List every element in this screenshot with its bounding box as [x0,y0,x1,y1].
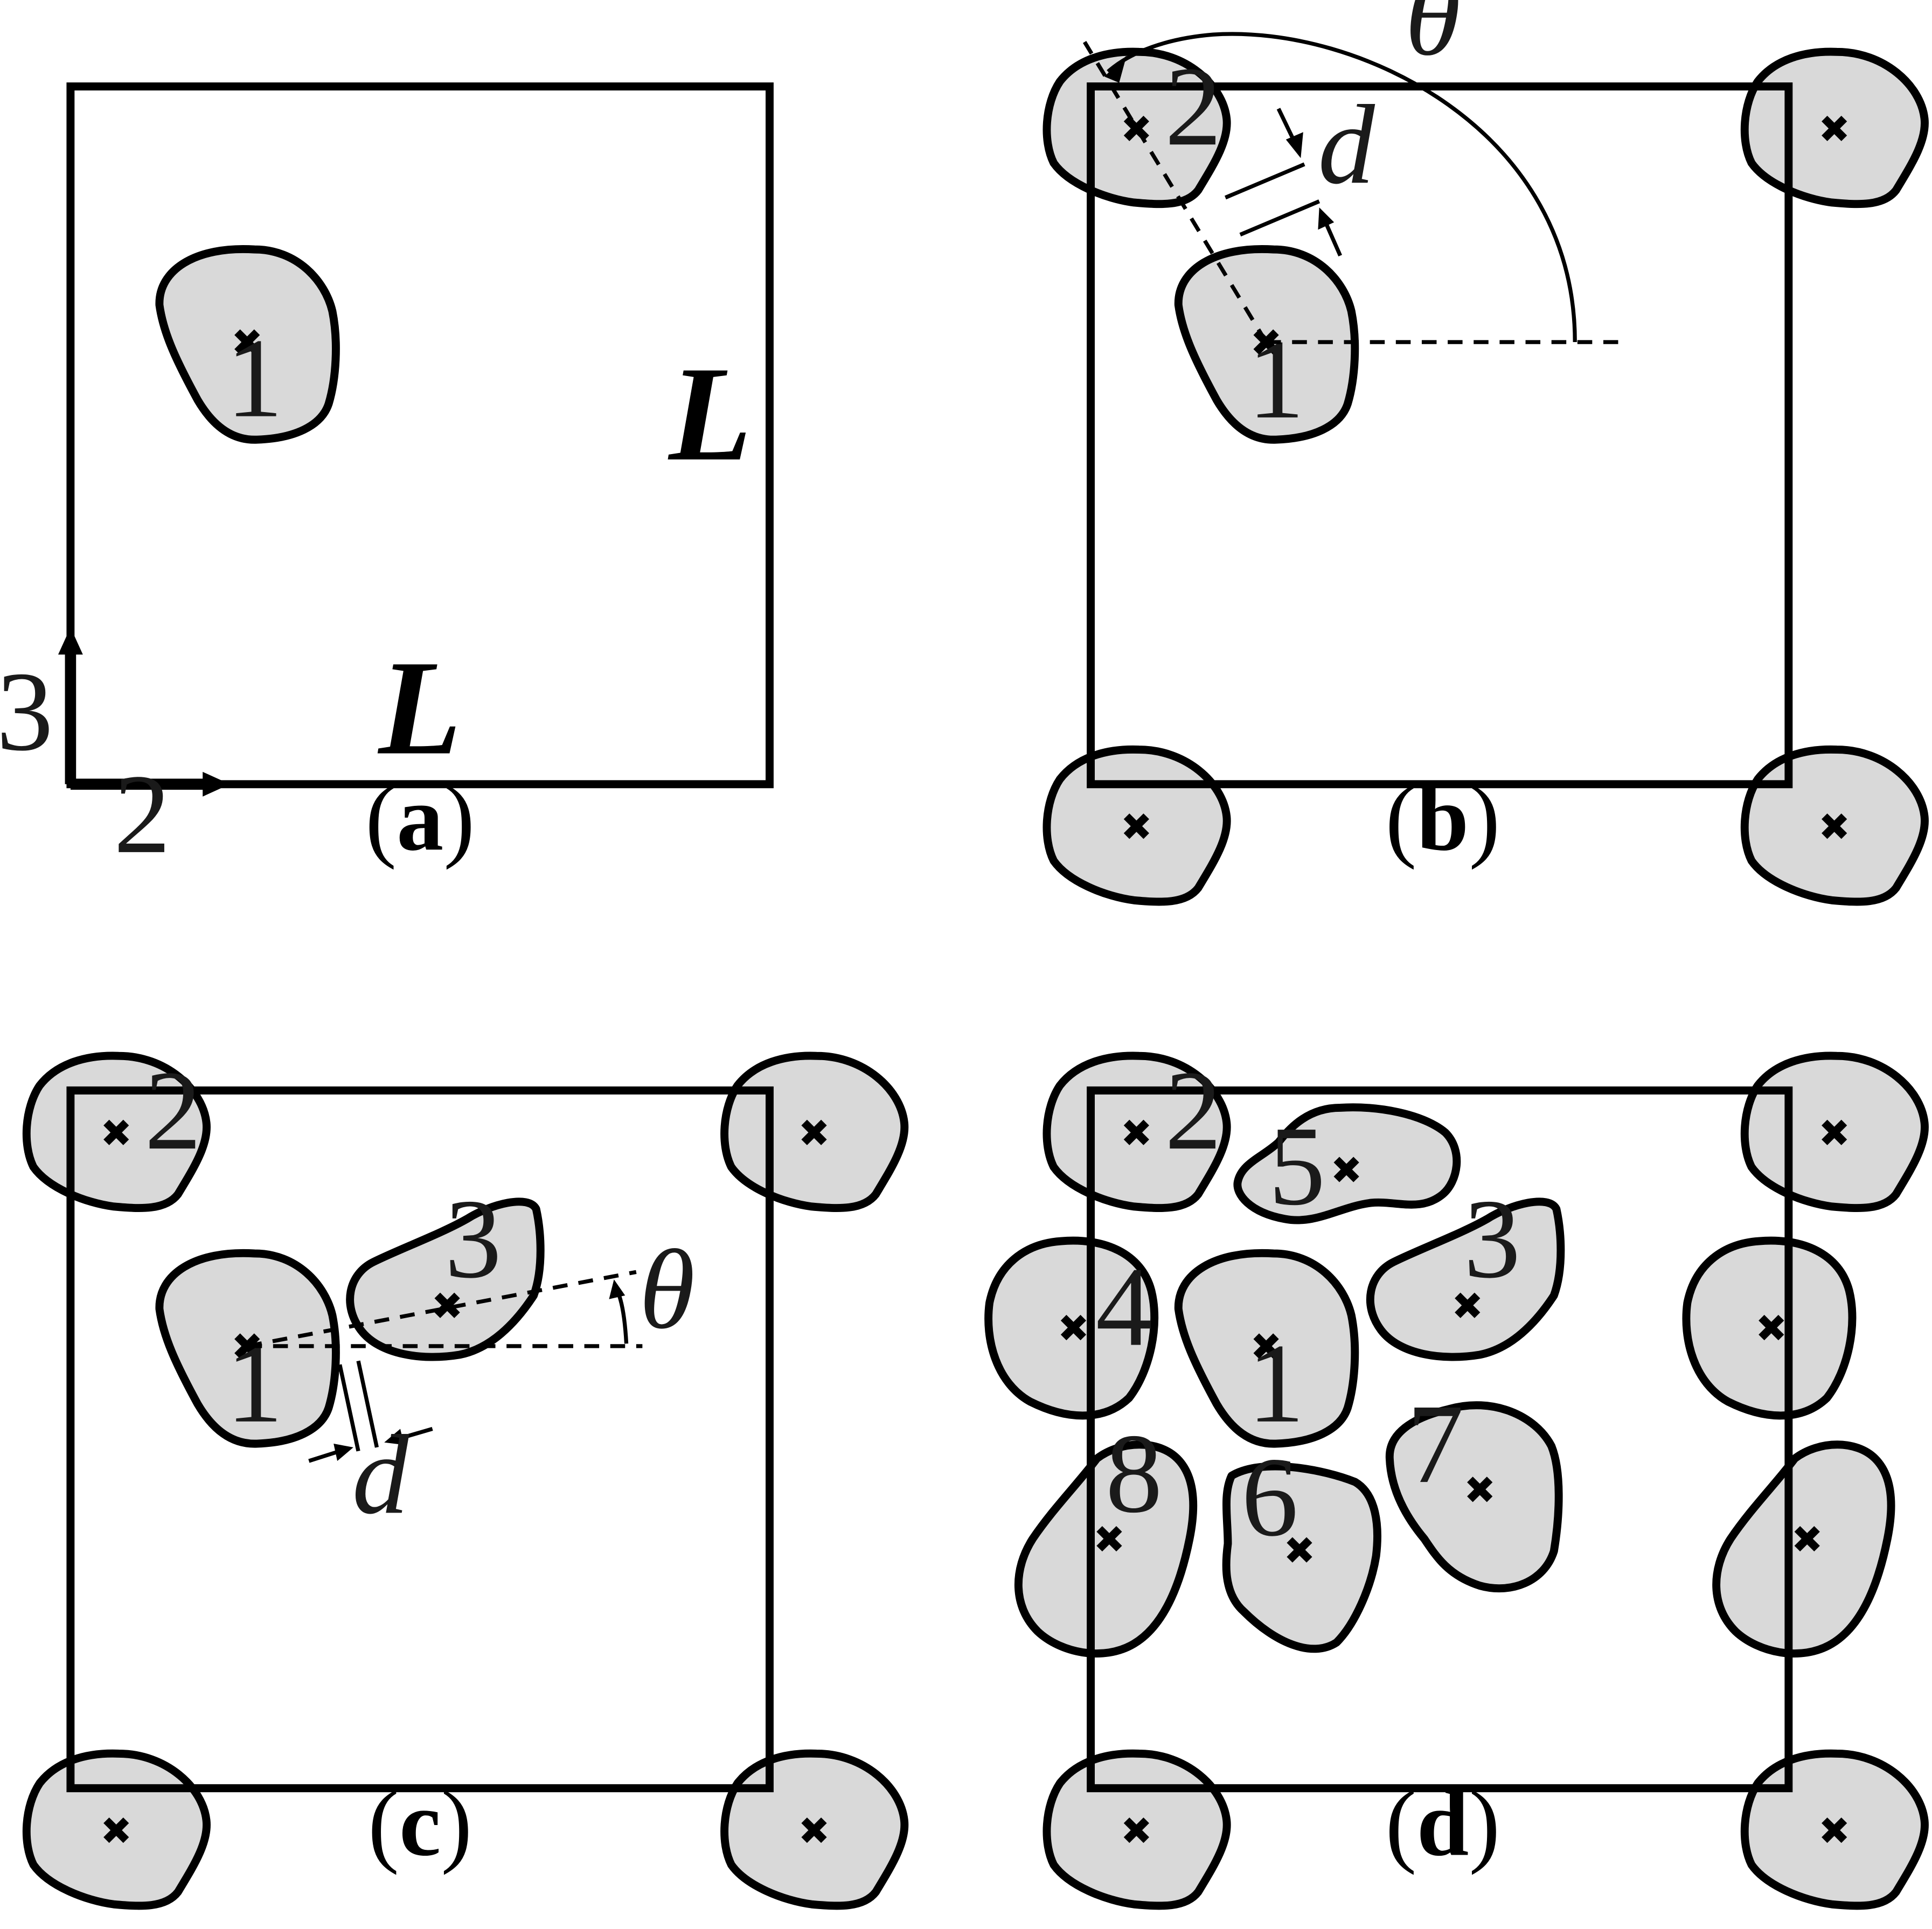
particle-label: 2 [144,1047,201,1173]
gap-arrow-left [308,1450,337,1463]
gap-line-lower [1239,199,1321,236]
panel-caption: (a) [365,766,475,870]
unit-cell-square [66,1086,774,1793]
side-length-label-vertical: L [668,338,752,489]
gap-arrow-upper [1276,108,1297,143]
particle-label: 5 [1269,1103,1325,1229]
angle-symbol: θ [639,1227,695,1353]
panel-caption: (c) [368,1771,472,1875]
unit-cell-square [1087,82,1793,789]
particle-label: 7 [1407,1381,1463,1507]
particle-label: 1 [226,315,283,441]
particle-label: 2 [1165,43,1221,169]
particle-center-marks [1123,115,1847,839]
center-to-center-line [247,1270,637,1348]
angle-arc [616,1291,629,1344]
coordinate-axes [58,627,230,797]
distance-symbol: d [352,1411,409,1537]
particle-label: 1 [1248,1320,1304,1446]
panel-caption: (d) [1385,1771,1500,1875]
gap-line-right [356,1360,379,1448]
panel-a: 1 L L 3 2 (a) [0,82,774,877]
panel-caption: (b) [1385,766,1500,870]
particle-center-marks [103,1119,827,1843]
particle-center-marks [1060,1119,1847,1843]
particle-label: 1 [1248,316,1304,442]
side-length-label-horizontal: L [378,632,462,783]
gap-arrow-lower [1325,224,1343,257]
particle-label: 4 [1096,1244,1152,1370]
particle-label: 3 [445,1176,502,1302]
particle-8-image [1716,1445,1891,1654]
gap-line-upper [1225,162,1305,200]
gap-line-left [338,1364,360,1452]
particle-label: 6 [1241,1434,1298,1560]
angle-arc [1107,32,1577,343]
axis-label-vertical: 3 [0,649,53,775]
particle-label: 3 [1464,1176,1520,1302]
distance-symbol: d [1318,81,1375,207]
angle-arc-arrowhead [1104,55,1127,83]
particle-center-mark [234,329,260,355]
unit-cell-square [1087,1086,1793,1793]
axis-label-horizontal: 2 [114,751,170,877]
angle-symbol: θ [1405,0,1461,79]
gap-arrow-right [402,1426,433,1440]
center-to-center-line [1082,41,1268,343]
particle-label: 2 [1165,1047,1221,1173]
particle-label: 8 [1106,1410,1162,1536]
panel-b: 2 1 d θ (b) [1047,0,1925,902]
panel-c: 2 1 3 θ d (c) [26,1047,905,1906]
panel-d: 2 5 4 1 3 8 6 7 (d) [989,1047,1925,1906]
unit-cell-square [66,82,774,789]
